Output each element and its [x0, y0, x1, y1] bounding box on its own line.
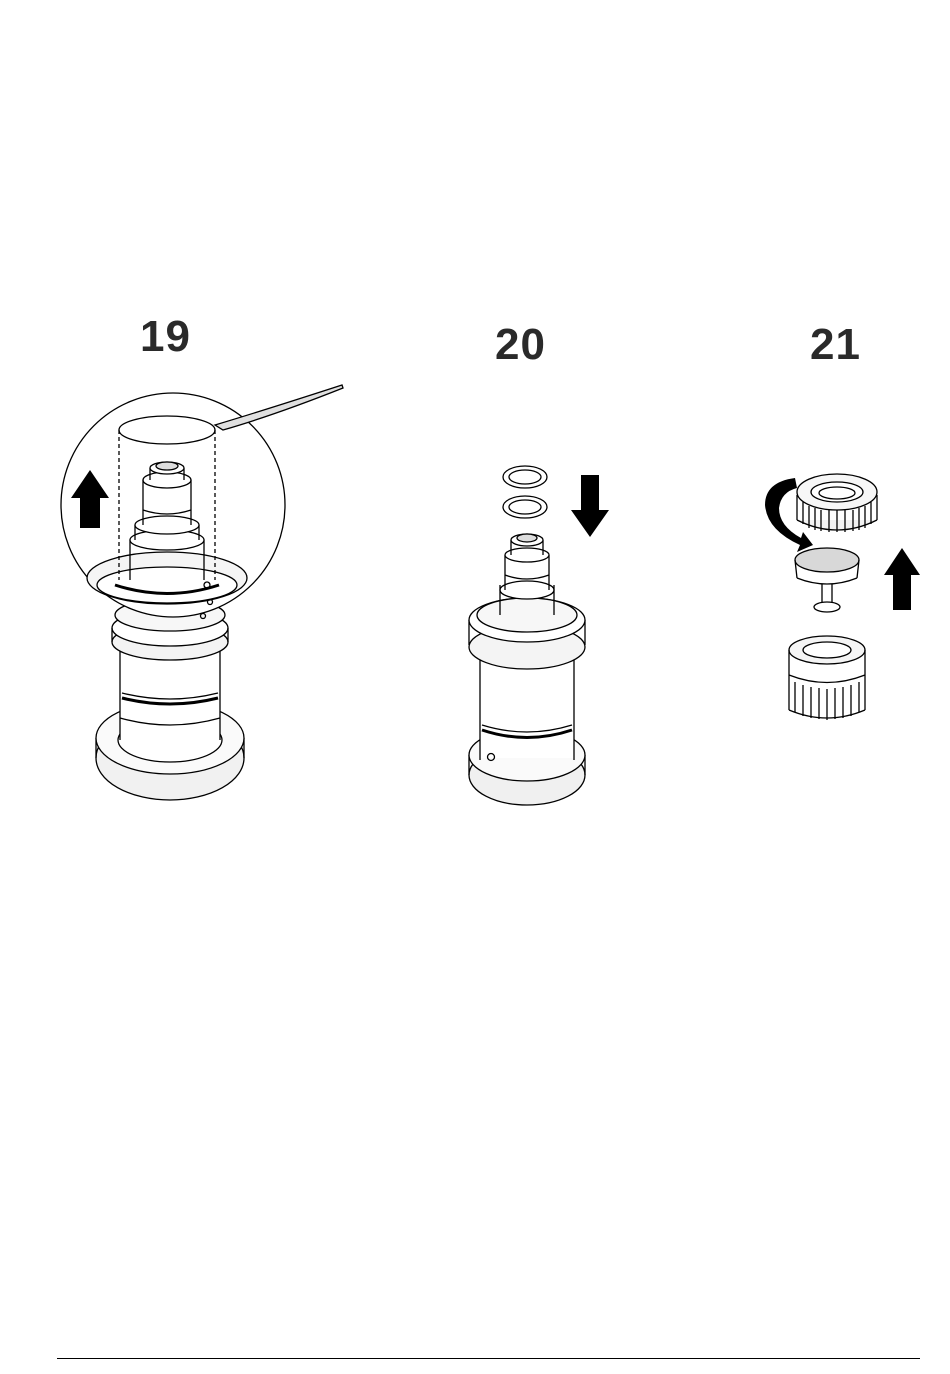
arrow-down-icon: [571, 475, 609, 537]
step-20-number: 20: [495, 320, 546, 370]
step-19-drawing: [55, 380, 355, 810]
step-19-illustration: [55, 380, 355, 810]
step-21-number: 21: [810, 320, 861, 370]
step-19-number: 19: [140, 312, 191, 362]
step-20-illustration: [455, 455, 615, 815]
step-21-drawing: [745, 460, 925, 730]
footer-rule: [57, 1358, 920, 1359]
step-21-illustration: [745, 460, 925, 730]
arrow-up-icon: [884, 548, 920, 610]
step-20-drawing: [455, 455, 615, 815]
